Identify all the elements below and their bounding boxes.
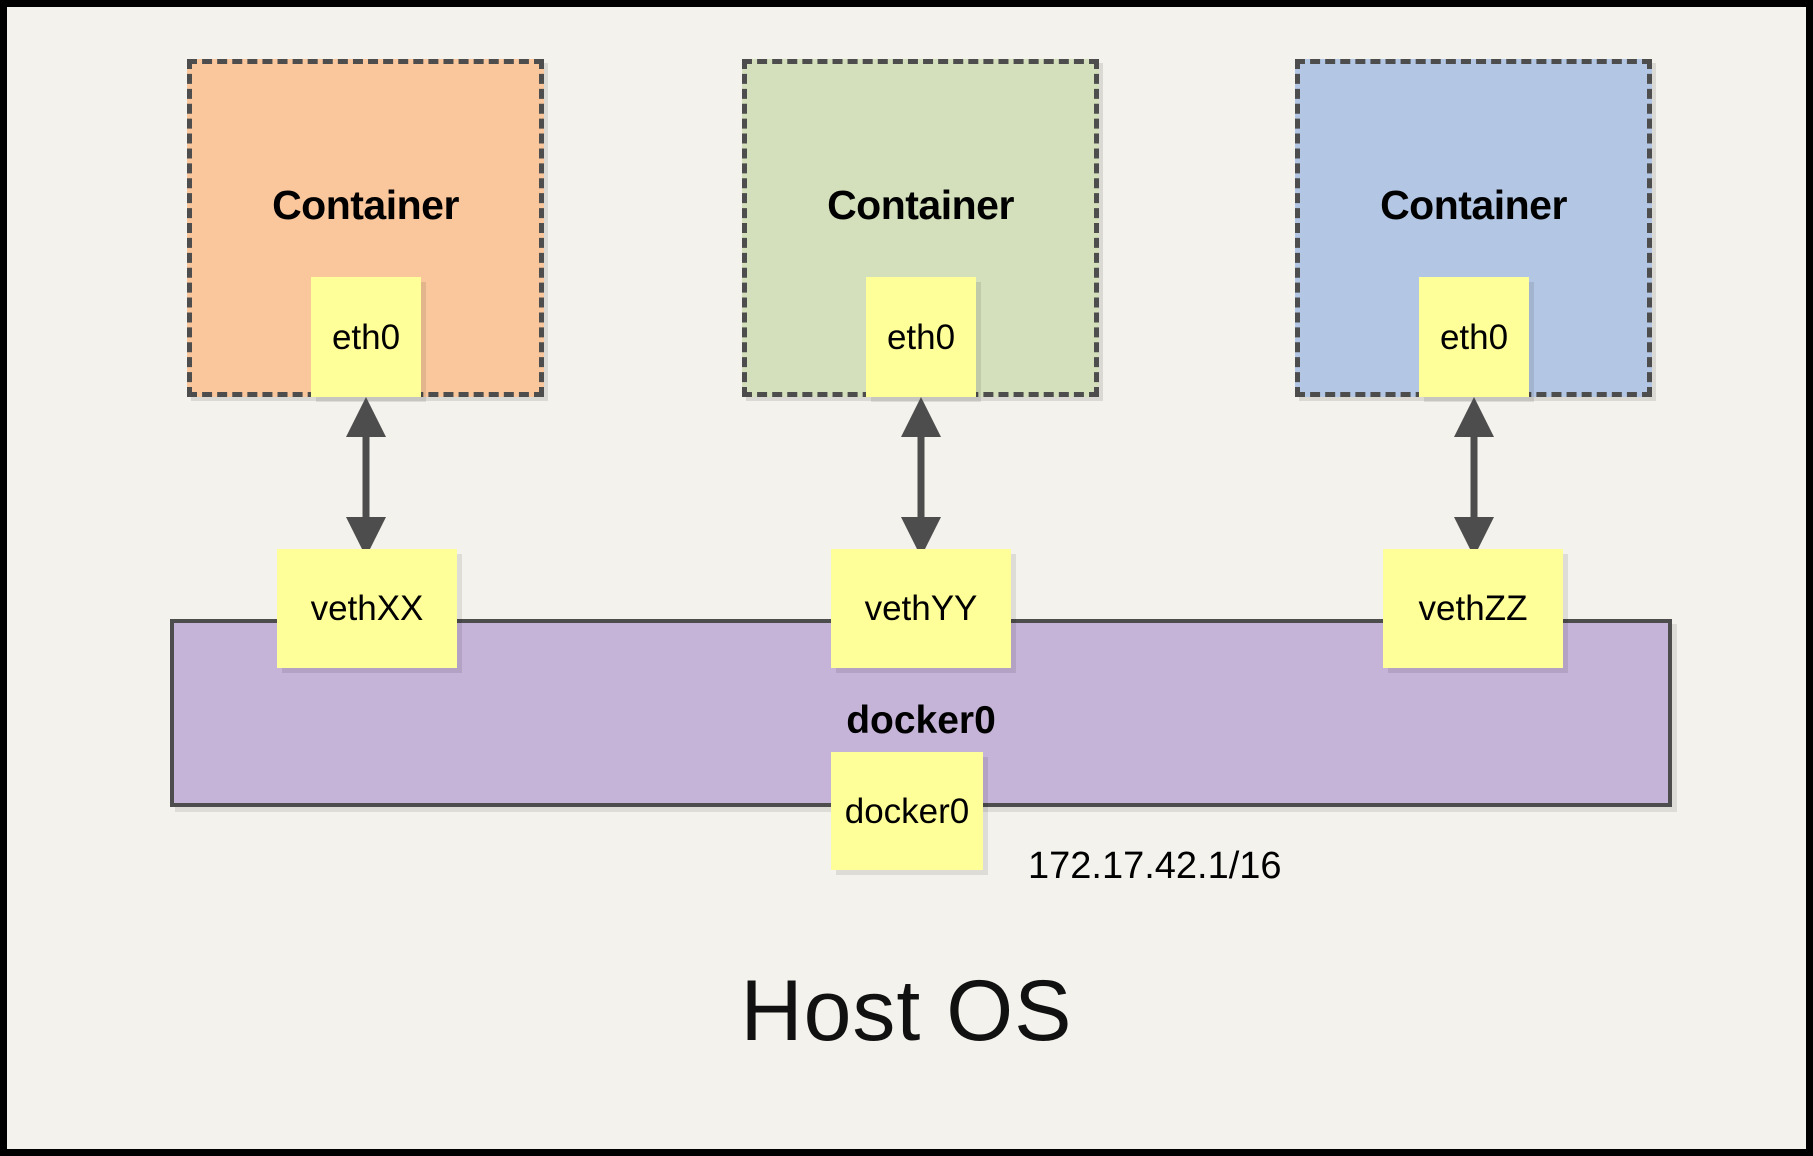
veth-link-arrow-3	[1454, 397, 1494, 557]
container-title-1: Container	[272, 182, 459, 228]
veth-link-arrow-2	[901, 397, 941, 557]
docker0-interface-box[interactable]: docker0	[831, 752, 983, 870]
docker0-interface-label: docker0	[844, 791, 970, 831]
veth-box-2[interactable]: vethYY	[831, 549, 1011, 668]
docker0-ip-label: 172.17.42.1/16	[1028, 845, 1282, 887]
veth-label-3: vethZZ	[1418, 589, 1528, 628]
container-eth0-label-2: eth0	[886, 317, 956, 357]
container-eth0-box-2[interactable]: eth0	[866, 277, 976, 397]
docker0-bridge-label: docker0	[846, 699, 996, 742]
veth-link-arrow-1	[346, 397, 386, 557]
container-eth0-box-1[interactable]: eth0	[311, 277, 421, 397]
container-eth0-label-1: eth0	[331, 317, 401, 357]
veth-box-3[interactable]: vethZZ	[1383, 549, 1563, 668]
veth-box-1[interactable]: vethXX	[277, 549, 457, 668]
host-os-label: Host OS	[740, 963, 1073, 1059]
container-eth0-box-3[interactable]: eth0	[1419, 277, 1529, 397]
container-title-3: Container	[1380, 182, 1567, 228]
veth-label-1: vethXX	[310, 589, 424, 628]
veth-label-2: vethYY	[864, 589, 978, 628]
container-eth0-label-3: eth0	[1439, 317, 1509, 357]
container-title-2: Container	[827, 182, 1014, 228]
